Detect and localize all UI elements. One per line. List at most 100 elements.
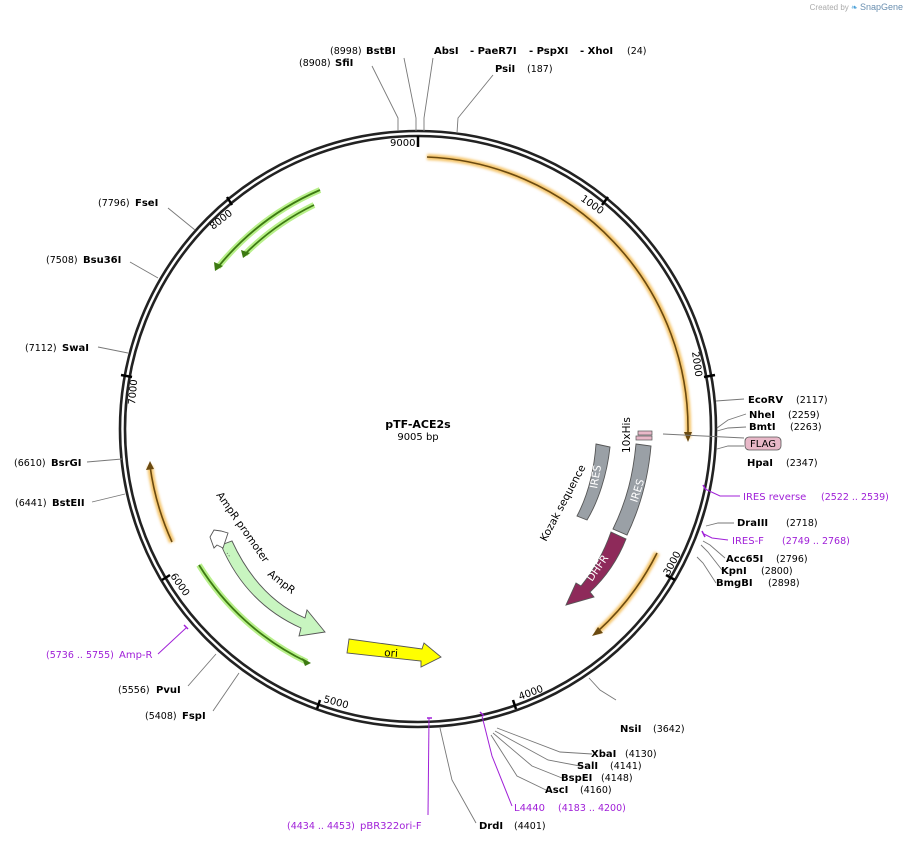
enzyme-pos-bsteii: (6441) — [15, 498, 47, 509]
enzyme-pos-sali: (4141) — [610, 761, 642, 772]
enzyme-pos-swai: (7112) — [25, 343, 57, 354]
enzyme-name-ecorv: EcoRV — [748, 395, 783, 406]
enzyme-pos-hpai: (2347) — [786, 458, 818, 469]
tick-label-3000: 3000 — [662, 550, 684, 578]
enzyme-pos-bspei: (4148) — [601, 773, 633, 784]
enzyme-pos-bsrgi: (6610) — [14, 458, 46, 469]
ampr-feature[interactable] — [220, 540, 326, 637]
enzyme-pos-asci: (4160) — [580, 785, 612, 796]
enzyme-name-absi: AbsI — [434, 46, 459, 57]
primer-pos-pbr322ori-f: (4434 .. 4453) — [287, 821, 355, 832]
enzyme-name-fspi: FspI — [182, 711, 206, 722]
enzyme-name-fsei: FseI — [135, 198, 158, 209]
ires-label-1: IRES — [588, 464, 604, 490]
enzyme-pos-xhoi: (24) — [627, 46, 647, 57]
primer-pos-l4440: (4183 .. 4200) — [558, 803, 626, 814]
enzyme-pos-xbai: (4130) — [625, 749, 657, 760]
plasmid-length: 9005 bp — [397, 432, 438, 443]
enzyme-name-sfii: SfiI — [335, 58, 353, 69]
enzyme-pos-kpni: (2800) — [761, 566, 793, 577]
snapgene-logo-icon: ❧ — [851, 3, 858, 12]
tick-mark-7000 — [120, 373, 133, 379]
primer-name-pbr322ori-f: pBR322ori-F — [360, 821, 422, 832]
enzyme-pos-fsei: (7796) — [98, 198, 130, 209]
enzyme-name-xhoi: - XhoI — [580, 46, 613, 57]
ires-feature-1[interactable] — [576, 443, 611, 521]
ampr-label: AmpR — [265, 568, 297, 597]
enzyme-name-acc65i: Acc65I — [726, 554, 763, 565]
green-feature-inner — [241, 202, 316, 258]
enzyme-pos-psii: (187) — [527, 64, 553, 75]
enzyme-name-pspxi: - PspXI — [529, 46, 568, 57]
enzyme-name-bmgbi: BmgBI — [716, 578, 753, 589]
tick-label-5000: 5000 — [322, 694, 349, 711]
green-feature-bottom — [196, 563, 311, 666]
enzyme-name-nhei: NheI — [749, 410, 775, 421]
dhfr-feature[interactable] — [565, 531, 627, 606]
primer-name-amp-r: Amp-R — [119, 650, 153, 661]
orange-feature-left — [146, 461, 175, 544]
tick-mark-1000 — [601, 196, 609, 206]
enzyme-pos-fspi: (5408) — [145, 711, 177, 722]
flag-feature[interactable] — [662, 433, 782, 451]
tick-mark-3000 — [665, 573, 676, 582]
enzyme-pos-bstbi: (8998) — [330, 46, 362, 57]
tick-mark-2000 — [703, 373, 716, 379]
enzyme-name-paer7i: - PaeR7I — [470, 46, 517, 57]
primer-leader-lines — [157, 484, 740, 816]
enzyme-pos-bmgbi: (2898) — [768, 578, 800, 589]
enzyme-name-xbai: XbaI — [591, 749, 616, 760]
tick-mark-8000 — [225, 196, 234, 206]
orange-feature-right — [592, 551, 660, 636]
enzyme-name-sali: SalI — [577, 761, 598, 772]
credit-brand: SnapGene — [859, 2, 903, 12]
enzyme-pos-bsu36i: (7508) — [46, 255, 78, 266]
enzyme-name-bstbi: BstBI — [366, 46, 396, 57]
enzyme-name-nsii: NsiI — [620, 724, 641, 735]
tick-mark-6000 — [161, 573, 171, 582]
enzyme-name-draiii: DraIII — [737, 518, 768, 529]
tick-label-2000: 2000 — [689, 351, 703, 378]
green-feature-outer — [214, 187, 322, 271]
enzyme-pos-bmti: (2263) — [790, 422, 822, 433]
snapgene-credit: Created by ❧ SnapGene — [810, 2, 903, 12]
enzyme-pos-acc65i: (2796) — [776, 554, 808, 565]
enzyme-pos-nsii: (3642) — [653, 724, 685, 735]
enzyme-pos-ecorv: (2117) — [796, 395, 828, 406]
primer-pos-ires-reverse: (2522 .. 2539) — [821, 492, 889, 503]
his-tag-label: 10xHis — [621, 417, 633, 453]
enzyme-name-bspei: BspEI — [561, 773, 592, 784]
tick-label-7000: 7000 — [127, 379, 140, 405]
enzyme-name-hpai: HpaI — [747, 458, 773, 469]
ampr-promoter-feature[interactable] — [209, 529, 231, 558]
enzyme-name-asci: AscI — [545, 785, 568, 796]
backbone-outer — [118, 129, 718, 729]
enzyme-name-kpni: KpnI — [721, 566, 747, 577]
enzyme-name-psii: PsiI — [495, 64, 515, 75]
tick-marks — [120, 136, 716, 710]
tick-label-9000: 9000 — [390, 138, 415, 149]
enzyme-pos-sfii: (8908) — [299, 58, 331, 69]
tick-mark-4000 — [511, 699, 518, 710]
enzyme-name-swai: SwaI — [62, 343, 89, 354]
ori-feature[interactable] — [346, 638, 442, 668]
ori-label: ori — [384, 647, 398, 660]
his-tag-feature[interactable] — [635, 430, 653, 441]
enzyme-name-bsteii: BstEII — [52, 498, 85, 509]
primer-name-ires-f: IRES-F — [732, 536, 764, 547]
enzyme-pos-drdi: (4401) — [514, 821, 546, 832]
enzyme-name-bsu36i: Bsu36I — [83, 255, 121, 266]
enzyme-pos-draiii: (2718) — [786, 518, 818, 529]
enzyme-name-pvui: PvuI — [156, 685, 181, 696]
enzyme-name-bmti: BmtI — [749, 422, 776, 433]
enzyme-pos-nhei: (2259) — [788, 410, 820, 421]
orange-feature-top — [426, 154, 692, 442]
enzyme-leader-lines — [86, 57, 747, 824]
enzyme-name-drdi: DrdI — [479, 821, 503, 832]
plasmid-name: pTF-ACE2s — [385, 418, 451, 431]
flag-label: FLAG — [750, 439, 776, 450]
ires-feature-2[interactable] — [612, 443, 652, 536]
primer-name-l4440: L4440 — [514, 803, 545, 814]
ampr-promoter-label: AmpR promoter — [214, 490, 272, 566]
